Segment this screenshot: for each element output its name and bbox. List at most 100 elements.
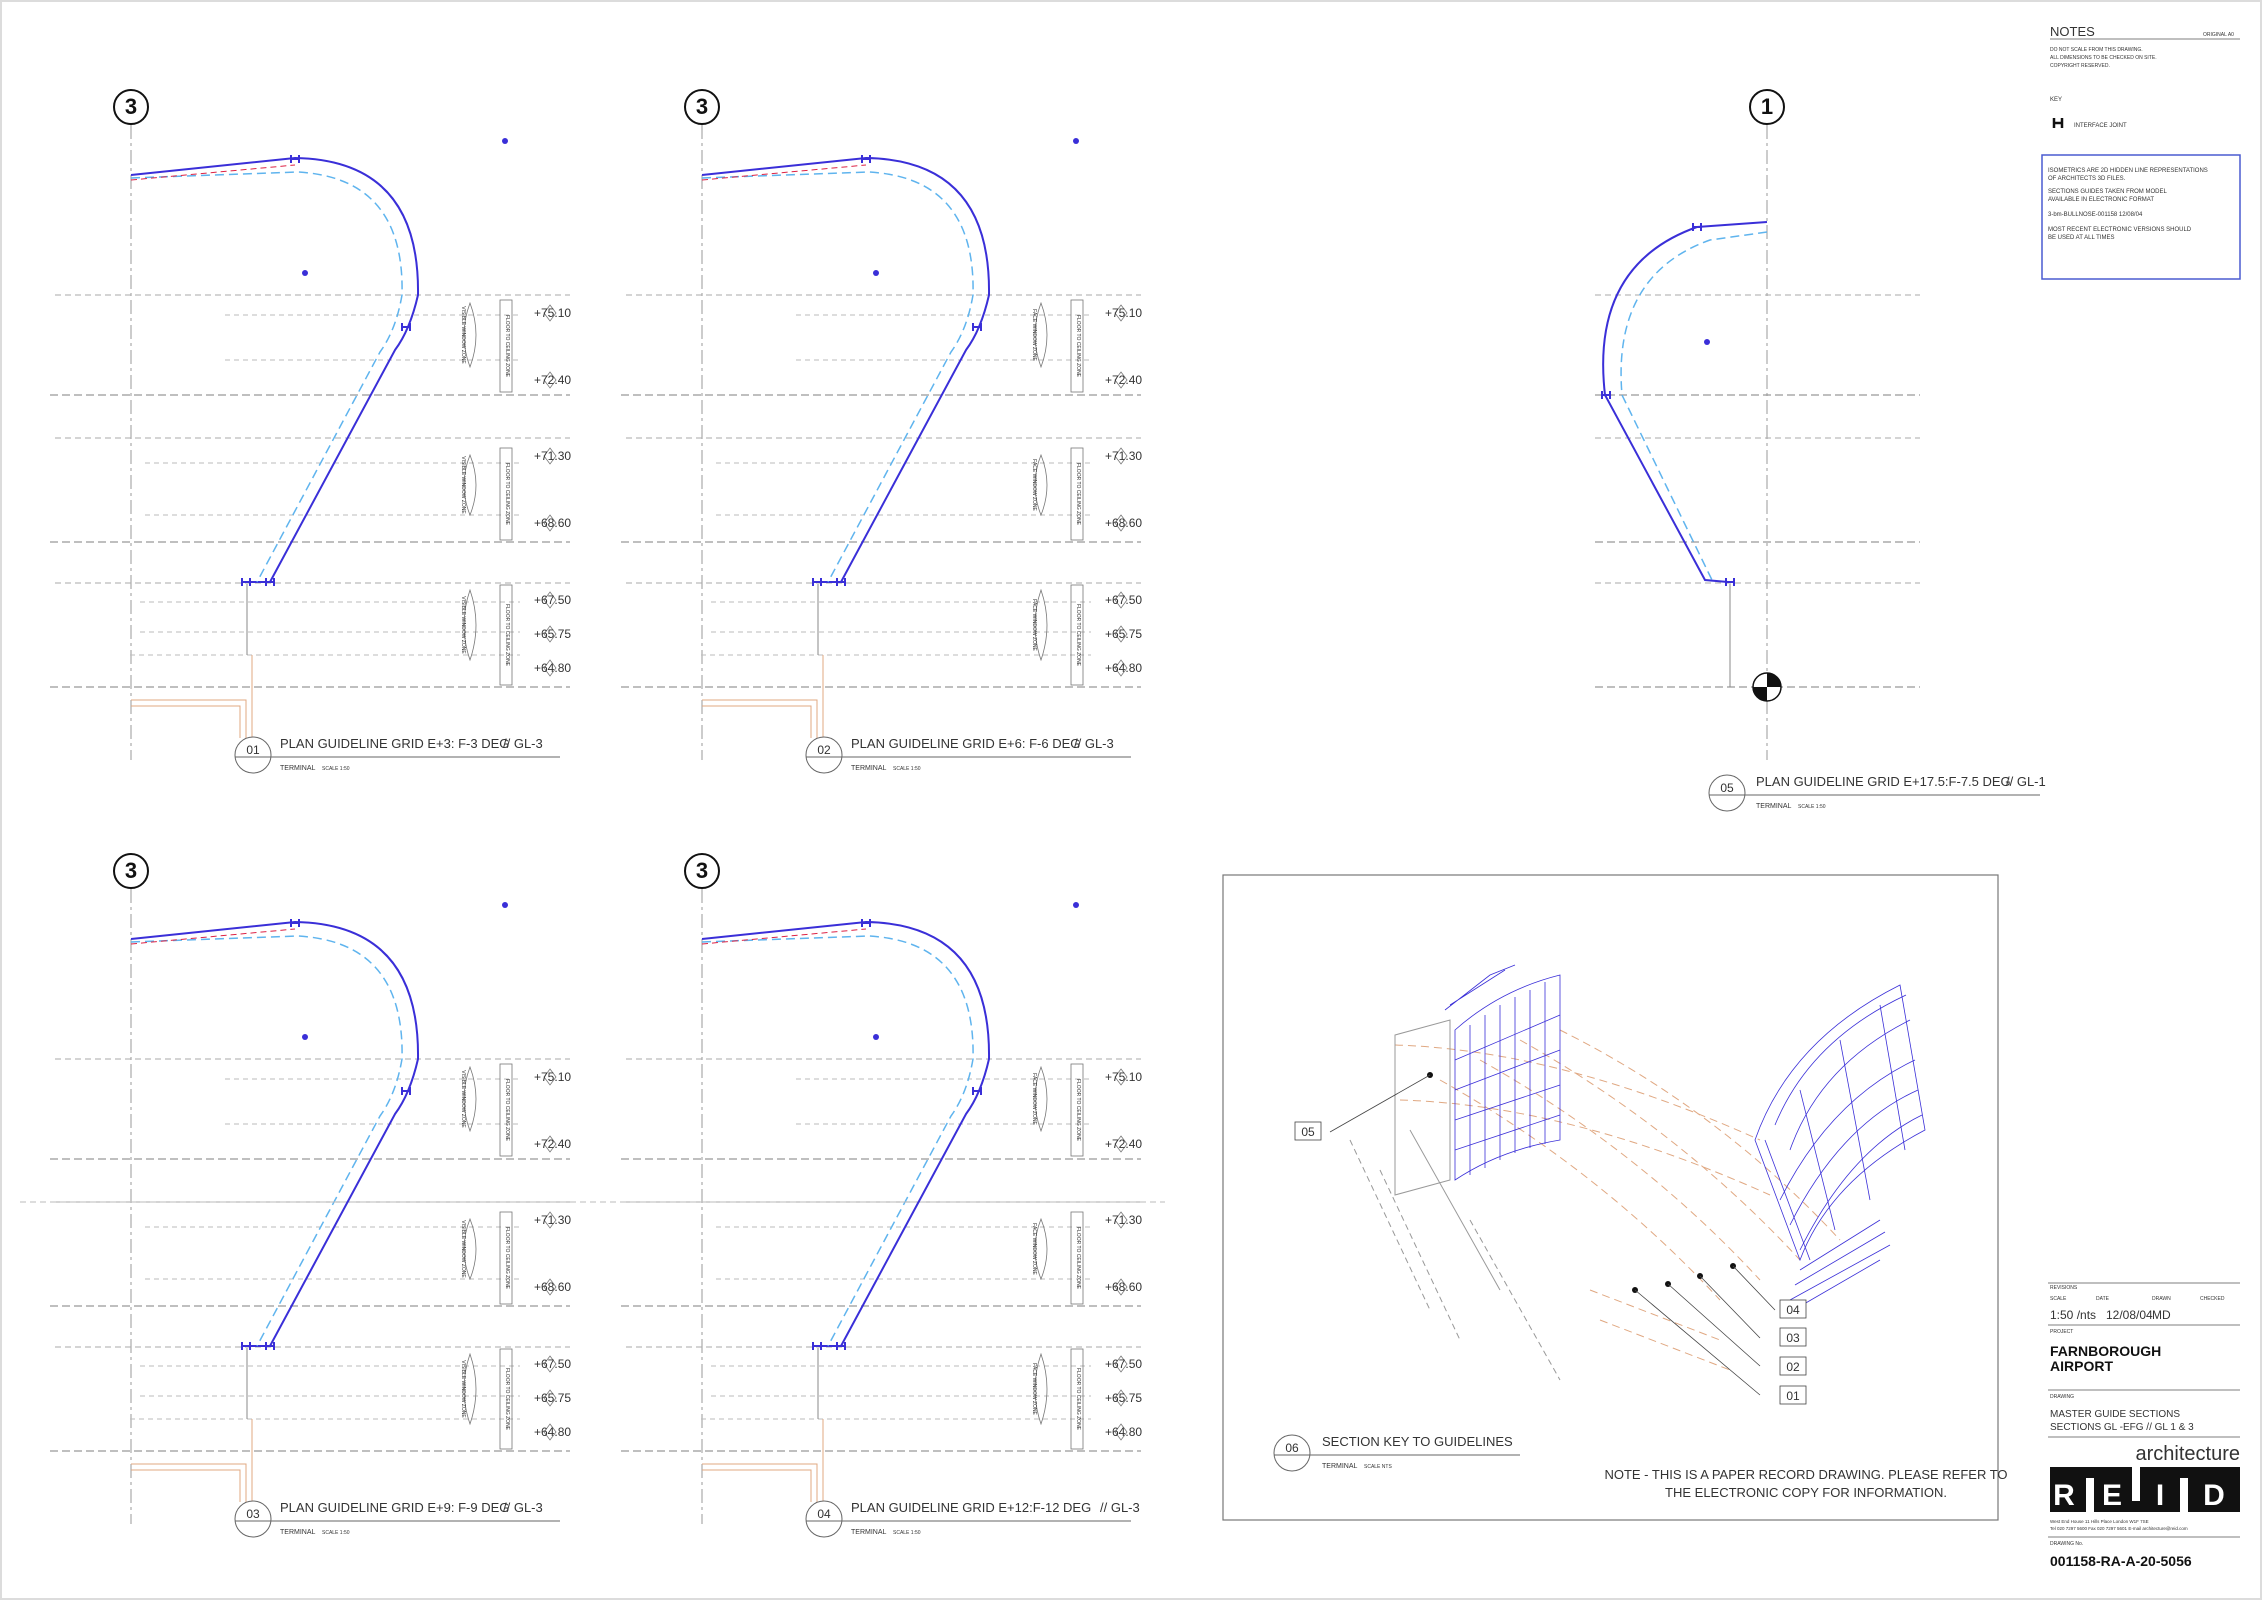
view-scale: SCALE 1:50 [893,1530,921,1536]
level-label: +75.10 [534,1070,571,1084]
view-number: 06 [1285,1441,1299,1455]
callout-02: 02 [1779,1356,1807,1376]
zone-label: VISIBLE WINDOW ZONE [460,456,466,514]
view-scale: SCALE 1:50 [322,1530,350,1536]
notice-line: SECTIONS GUIDES TAKEN FROM MODEL [2048,189,2167,195]
zone-label: VISIBLE WINDOW ZONE [460,1220,466,1278]
view-title: PLAN GUIDELINE GRID E+6: F-6 DEG [851,736,1080,751]
col-checked-label: CHECKED [2200,1296,2225,1302]
callout-04: 04 [1779,1299,1807,1319]
plan-01: 3 01 PLAN GUIDELINE GRID E+3: F-3 DEG //… [50,90,570,773]
zone-label: FLOOR TO CEILING ZONE [504,1368,510,1431]
level-label: +71.30 [534,1213,571,1227]
logo-letter: R [2053,1479,2075,1512]
view-number: 01 [246,743,260,757]
level-label: +72.40 [534,1137,571,1151]
drawing-title-line2: SECTIONS GL -EFG // GL 1 & 3 [2050,1422,2194,1433]
zone-label: FLOOR TO CEILING ZONE [1075,604,1081,667]
key-item-label: INTERFACE JOINT [2074,123,2127,129]
isometric-guides [1394,1029,1841,1371]
datum-target-icon [1752,672,1782,702]
zone-label: FLOOR TO CEILING ZONE [1075,1227,1081,1290]
zone-label: FLOOR TO CEILING ZONE [504,604,510,667]
original-size: ORIGINAL A0 [2203,32,2234,38]
view-subtitle: TERMINAL [851,1529,887,1536]
grid-bubble-label: 3 [125,94,137,119]
callout-label: 01 [1786,1389,1800,1403]
zone-label: FACE WINDOW ZONE [1031,309,1037,361]
callout-03: 03 [1779,1327,1807,1347]
col-drawn-label: DRAWN [2152,1296,2171,1302]
plan-01-geometry [50,90,570,773]
level-label: +75.10 [534,306,571,320]
level-label: +65.75 [534,1391,571,1405]
callout-label: 03 [1786,1331,1800,1345]
paper-record-note: THE ELECTRONIC COPY FOR INFORMATION. [1665,1485,1947,1500]
level-label: +64.80 [534,661,571,675]
view-title: PLAN GUIDELINE GRID E+9: F-9 DEG [280,1500,509,1515]
grid-bubble-label: 3 [696,94,708,119]
col-date-label: DATE [2096,1296,2110,1302]
notice-line: OF ARCHITECTS 3D FILES. [2048,176,2126,182]
drawing-number: 001158-RA-A-20-5056 [2050,1553,2192,1569]
plan-04-geometry [621,854,1141,1537]
scale-value: 1:50 /nts [2050,1308,2096,1322]
view-scale: SCALE 1:50 [1798,804,1826,810]
view-title: SECTION KEY TO GUIDELINES [1322,1434,1513,1449]
logo-letter: E [2102,1479,2122,1512]
note-line: COPYRIGHT RESERVED. [2050,63,2110,69]
view-number: 04 [817,1507,831,1521]
practice-label: architecture [2136,1443,2241,1465]
reid-logo: R E I D [2050,1467,2240,1512]
zone-label: VISIBLE WINDOW ZONE [460,306,466,364]
notes-panel: NOTES ORIGINAL A0 DO NOT SCALE FROM THIS… [2041,24,2241,280]
address-line: West End House 11 Hills Place London W1F… [2050,1519,2149,1524]
view-scale: SCALE 1:50 [893,766,921,772]
level-label: +67.50 [534,1357,571,1371]
view-number: 02 [817,743,831,757]
project-label: PROJECT [2050,1329,2073,1335]
zone-label: FACE WINDOW ZONE [1031,1363,1037,1415]
zone-label: FLOOR TO CEILING ZONE [504,315,510,378]
zone-labels: VISIBLE WINDOW ZONE FLOOR TO CEILING ZON… [460,306,1081,1430]
zone-label: FLOOR TO CEILING ZONE [504,463,510,526]
zone-label: FLOOR TO CEILING ZONE [1075,463,1081,526]
notice-line: 3-bm-BULLNOSE-001158 12/08/04 [2048,212,2143,218]
zone-label: FACE WINDOW ZONE [1031,459,1037,511]
section-key-view: 05 04 03 02 01 06 SECTION KEY TO GUIDELI… [1222,874,2008,1521]
level-label: +65.75 [534,627,571,641]
level-label: +71.30 [1105,1213,1142,1227]
callout-label: 02 [1786,1360,1800,1374]
view-scale: SCALE 1:50 [322,766,350,772]
view-title: PLAN GUIDELINE GRID E+17.5:F-7.5 DEG [1756,774,2011,789]
view-subtitle: TERMINAL [280,1529,316,1536]
paper-record-note: NOTE - THIS IS A PAPER RECORD DRAWING. P… [1604,1467,2007,1482]
interface-joint-icon [2052,118,2064,128]
zone-label: FLOOR TO CEILING ZONE [504,1227,510,1290]
level-label: +68.60 [1105,516,1142,530]
col-scale-label: SCALE [2050,1296,2067,1302]
level-label: +65.75 [1105,1391,1142,1405]
zone-label: FACE WINDOW ZONE [1031,1223,1037,1275]
notice-line: ISOMETRICS ARE 2D HIDDEN LINE REPRESENTA… [2048,168,2208,174]
level-label: +71.30 [534,449,571,463]
drawing-title-line1: MASTER GUIDE SECTIONS [2050,1409,2180,1420]
zone-label: FACE WINDOW ZONE [1031,1073,1037,1125]
zone-label: FLOOR TO CEILING ZONE [1075,1079,1081,1142]
key-label: KEY [2050,97,2062,103]
grid-bubble-label: 3 [125,858,137,883]
view-grid-ref: // GL-3 [503,736,543,751]
project-name-line1: FARNBOROUGH [2050,1343,2161,1359]
level-label: +72.40 [534,373,571,387]
level-label: +68.60 [534,1280,571,1294]
zone-label: FACE WINDOW ZONE [1031,599,1037,651]
drawing-no-label: DRAWING No. [2050,1541,2083,1547]
notice-line: MOST RECENT ELECTRONIC VERSIONS SHOULD [2048,227,2192,233]
zone-label: VISIBLE WINDOW ZONE [460,1360,466,1418]
key-view-frame [1222,874,1999,1521]
level-label: +72.40 [1105,1137,1142,1151]
view-title: PLAN GUIDELINE GRID E+3: F-3 DEG [280,736,509,751]
plan-05: 1 05 PLAN GUIDELINE GRID E+17.5:F-7.5 DE… [1595,89,2046,812]
callout-label: 04 [1786,1303,1800,1317]
